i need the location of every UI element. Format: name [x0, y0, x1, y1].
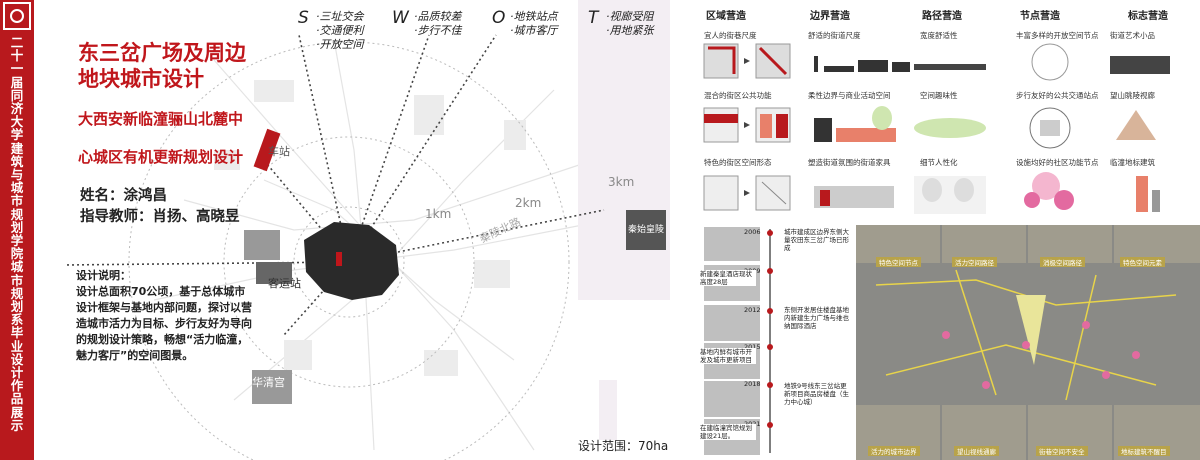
subtitle-line2: 心城区有机更新规划设计	[78, 148, 244, 166]
cell-r2c5: 望山眺陵视廊	[1110, 91, 1155, 100]
photo-caption-3: 消极空间路径	[1040, 257, 1085, 267]
title-line2: 地块城市设计	[78, 67, 204, 91]
label-station: 车站	[268, 145, 290, 158]
timeline-event-1: 城市建成区边界东侧大量农田东三岔广场已形成	[784, 228, 849, 252]
cell-r1c4: 丰富多样的开放空间节点	[1016, 31, 1099, 40]
cell-r1c2: 舒适的街道尺度	[808, 31, 861, 40]
swot-o-letter: O	[492, 8, 506, 28]
swot-o-items: ·地铁站点·城市客厅	[510, 10, 558, 37]
photo-caption-4: 特色空间元素	[1120, 257, 1165, 267]
label-tomb: 秦始皇陵	[628, 225, 665, 235]
sidebar-text: 二十一届同济大学 建筑与城市规划学院 城市规划系毕业设计作品展示	[10, 35, 24, 433]
logo-icon	[3, 2, 31, 30]
photo-caption-1: 特色空间节点	[876, 257, 921, 267]
title-line1: 东三岔广场及周边	[78, 41, 246, 65]
subtitle-line1: 大西安新临潼骊山北麓中	[78, 110, 244, 128]
timeline-year-2006: 2006	[744, 228, 761, 236]
block-diagrams	[703, 43, 791, 211]
strategy-illustrations	[703, 43, 1170, 214]
timeline-event-2: 新建秦皇酒店现状高度28层	[700, 270, 756, 286]
swot-s-items: ·三址交会·交通便利·开放空间	[316, 10, 364, 51]
swot-t-items: ·视廊受阻·用地紧张	[606, 10, 654, 37]
swot-t-letter: T	[588, 8, 599, 28]
label-huaqing: 华清宫	[252, 376, 285, 389]
timeline-year-2018: 2018	[744, 380, 761, 388]
photo-caption-2: 活力空间路径	[952, 257, 997, 267]
site-map	[63, 0, 670, 460]
cell-r1c1: 宜人的街巷尺度	[704, 31, 757, 40]
cell-r2c2: 柔性边界与商业活动空间	[808, 91, 891, 100]
label-bus: 客运站	[268, 277, 301, 290]
cell-r1c5: 街道艺术小品	[1110, 31, 1155, 40]
swot-s-letter: S	[298, 8, 309, 28]
cell-r2c1: 混合的街区公共功能	[704, 91, 772, 100]
header-region: 区域营造	[706, 11, 746, 22]
header-path: 路径营造	[922, 11, 962, 22]
cell-r3c2: 塑造街道氛围的街道家具	[808, 158, 891, 167]
photo-caption-7: 街巷空间不安全	[1036, 446, 1088, 456]
header-landmark: 标志营造	[1128, 11, 1168, 22]
photo-caption-5: 活力的城市边界	[868, 446, 920, 456]
swot-w-letter: W	[392, 8, 409, 28]
ring-2km: 2km	[515, 196, 542, 210]
cell-r2c4: 步行友好的公共交通站点	[1016, 91, 1099, 100]
cell-r1c3: 宽度舒适性	[920, 31, 958, 40]
photo-caption-6: 望山视线通廊	[954, 446, 999, 456]
landmark-sketches	[1110, 56, 1170, 212]
design-scope: 设计范围：70ha	[578, 439, 669, 453]
timeline-year-2012: 2012	[744, 306, 761, 314]
path-sketches	[914, 64, 986, 214]
timeline-event-5: 地铁9号线东三岔站更新项目商品房楼盘（生力中心城）	[784, 382, 849, 406]
header-boundary: 边界营造	[810, 11, 850, 22]
cell-r2c3: 空间趣味性	[920, 91, 958, 100]
timeline-year-2015: 2015	[744, 343, 761, 351]
swot-w-items: ·品质较差·步行不佳	[414, 10, 462, 37]
cell-r3c5: 临潼地标建筑	[1110, 158, 1155, 167]
ring-3km: 3km	[608, 175, 635, 189]
section-sketches	[814, 56, 910, 208]
cell-r3c3: 细节人性化	[920, 158, 958, 167]
description-body: 设计总面积70公顷，基于总体城市设计框架与基地内部问题，探讨以营造城市活力为目标…	[76, 285, 252, 362]
cell-r3c1: 特色的街区空间形态	[704, 158, 772, 167]
timeline-event-4: 基地内鲜有城市开发及城市更新项目	[700, 348, 756, 364]
photo-caption-8: 地标建筑不醒目	[1118, 446, 1170, 456]
sidebar: 二十一届同济大学 建筑与城市规划学院 城市规划系毕业设计作品展示	[0, 0, 34, 460]
header-node: 节点营造	[1020, 11, 1060, 22]
description-heading: 设计说明：	[76, 269, 131, 282]
node-sketches	[1024, 43, 1074, 210]
cell-r3c4: 设施均好的社区功能节点	[1016, 158, 1099, 167]
timeline-event-3: 东侧开发居住楼盘基地内新建生力广场与维也纳国际酒店	[784, 306, 849, 330]
advisor-name: 指导教师：肖扬、高晓昱	[80, 209, 240, 225]
timeline-event-6: 在建临潼宾馆规划建设21层。	[700, 424, 756, 440]
ring-1km: 1km	[425, 207, 452, 221]
author-name: 姓名：涂鸿昌	[80, 188, 167, 204]
